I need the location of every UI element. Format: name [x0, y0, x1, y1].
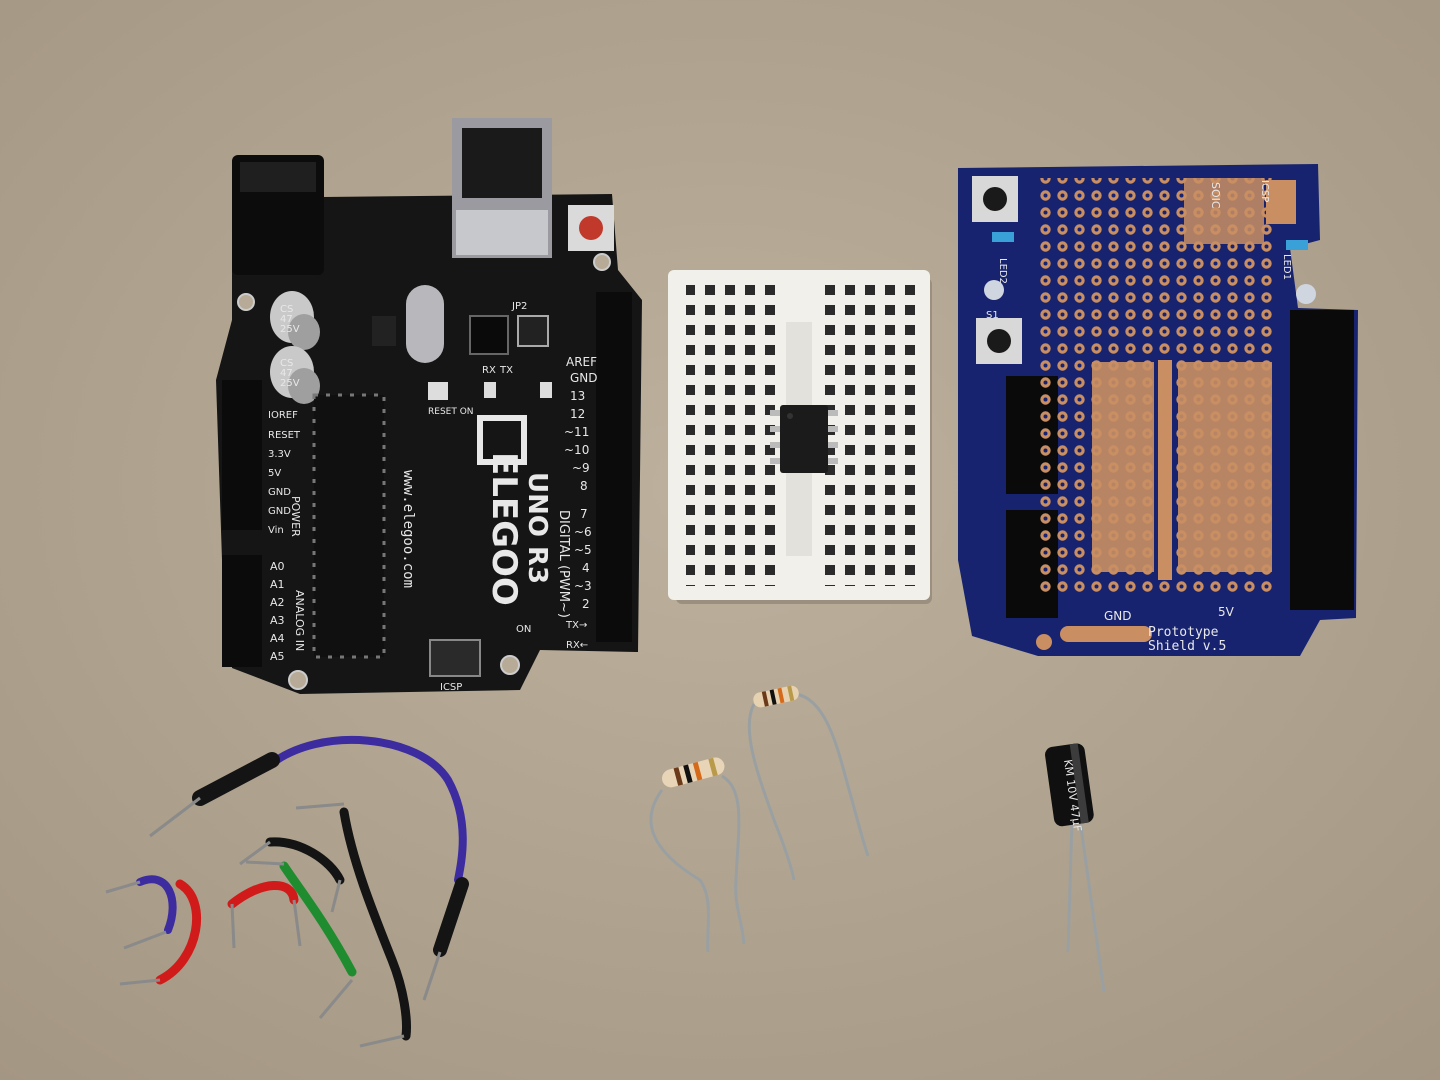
uno-tx-arrow: TX→: [565, 620, 587, 631]
digital-pin-labels: 13 12 ~11 ~10 ~9 8 7 ~6 ~5 4 ~3 2: [564, 389, 592, 611]
ppin-2: 3.3V: [268, 449, 291, 460]
capacitor-c2: [270, 346, 320, 404]
resistor-right: [747, 685, 870, 881]
elegoo-logo: [477, 415, 527, 465]
wire-green: [279, 861, 357, 977]
wire-red-left: [155, 879, 202, 985]
wire-purple-small: [136, 875, 177, 934]
uno-aref: AREF: [566, 355, 597, 369]
wire-red-middle: [227, 881, 299, 909]
dpin-9: 4: [582, 561, 590, 575]
cap-c2-text-1: 47: [280, 368, 293, 379]
ppin-5: GND: [268, 506, 291, 517]
atmega-chip: [312, 393, 386, 659]
shield-title-line1: Prototype: [1148, 625, 1219, 640]
ppin-6: Vin: [268, 525, 284, 536]
shield-s1: S1: [986, 310, 999, 321]
wire-black-long: [339, 807, 411, 1041]
power-pin-labels: IOREF RESET 3.3V 5V GND GND Vin: [268, 410, 301, 536]
shield-header-digital: [1290, 310, 1354, 610]
dpin-8: ~5: [574, 543, 592, 557]
shield-gnd: GND: [1104, 609, 1132, 623]
uno-tx: TX: [499, 365, 513, 376]
shield-title-line2: Shield v.5: [1148, 639, 1226, 654]
analog-pin-labels: A0 A1 A2 A3 A4 A5: [270, 560, 285, 663]
uno-brand: ELEGOO: [484, 452, 524, 606]
dpin-0: 13: [570, 389, 585, 403]
apin-5: A5: [270, 650, 285, 663]
cap-c1-text-1: 47: [280, 314, 293, 325]
dip8-chip: [770, 405, 838, 473]
arduino-uno-board: CS 47 25V CS 47 25V ELEGOO UNO R3: [216, 118, 642, 694]
uno-digital-label: DIGITAL (PWM~): [556, 510, 571, 618]
dpin-2: ~11: [564, 425, 589, 439]
dpin-1: 12: [570, 407, 585, 421]
prototype-shield: Prototype Shield v.5 GND 5V SOIC ICSP LE…: [958, 164, 1358, 656]
jumper-wires: [105, 736, 469, 1048]
shield-soic: SOIC: [1209, 182, 1222, 209]
electrolytic-capacitor: KM 10V 47μF: [1045, 743, 1106, 993]
shield-button-top: [972, 176, 1018, 222]
digital-header: [596, 292, 632, 642]
wire-purple-long: [266, 736, 467, 884]
shield-5v: 5V: [1218, 605, 1235, 619]
wire-black-short: [265, 837, 345, 885]
apin-0: A0: [270, 560, 285, 573]
apin-4: A4: [270, 632, 285, 645]
dpin-6: 7: [580, 507, 588, 521]
apin-3: A3: [270, 614, 285, 627]
dpin-3: ~10: [564, 443, 589, 457]
uno-reset-on: RESET ON: [428, 407, 474, 417]
uno-on: ON: [516, 624, 531, 635]
cap-c1-text-0: CS: [280, 304, 293, 315]
uno-gnd: GND: [570, 371, 598, 385]
analog-header: [222, 555, 262, 667]
shield-button-s1: [976, 318, 1022, 364]
shield-led2: LED2: [997, 258, 1008, 284]
uno-url: www.elegoo.com: [400, 470, 416, 588]
dpin-5: 8: [580, 479, 588, 493]
uno-jp2: JP2: [511, 301, 527, 312]
uno-icsp: ICSP: [440, 682, 462, 693]
capacitor-c1: [270, 291, 320, 350]
dpin-10: ~3: [574, 579, 592, 593]
shield-icsp: ICSP: [1259, 180, 1270, 202]
power-header: [222, 380, 262, 530]
apin-2: A2: [270, 596, 285, 609]
uno-model: UNO R3: [522, 472, 552, 584]
mini-breadboard: [668, 270, 932, 604]
cap-c2-text-2: 25V: [280, 378, 300, 389]
ppin-4: GND: [268, 487, 291, 498]
cap-c2-text-0: CS: [280, 358, 293, 369]
apin-1: A1: [270, 578, 285, 591]
dpin-7: ~6: [574, 525, 592, 539]
cap-c1-text-2: 25V: [280, 324, 300, 335]
crystal: [406, 285, 444, 363]
ppin-0: IOREF: [268, 410, 298, 421]
shield-led1: LED1: [1281, 254, 1292, 280]
resistor-left: [649, 757, 746, 953]
ppin-1: RESET: [268, 430, 301, 441]
uno-rx: RX: [482, 365, 496, 376]
uno-rx-arrow: RX←: [566, 640, 588, 651]
uno-analog-label: ANALOG IN: [293, 590, 306, 651]
ppin-3: 5V: [268, 468, 281, 479]
dpin-4: ~9: [572, 461, 590, 475]
dpin-11: 2: [582, 597, 590, 611]
uno-power-label: POWER: [289, 496, 302, 537]
